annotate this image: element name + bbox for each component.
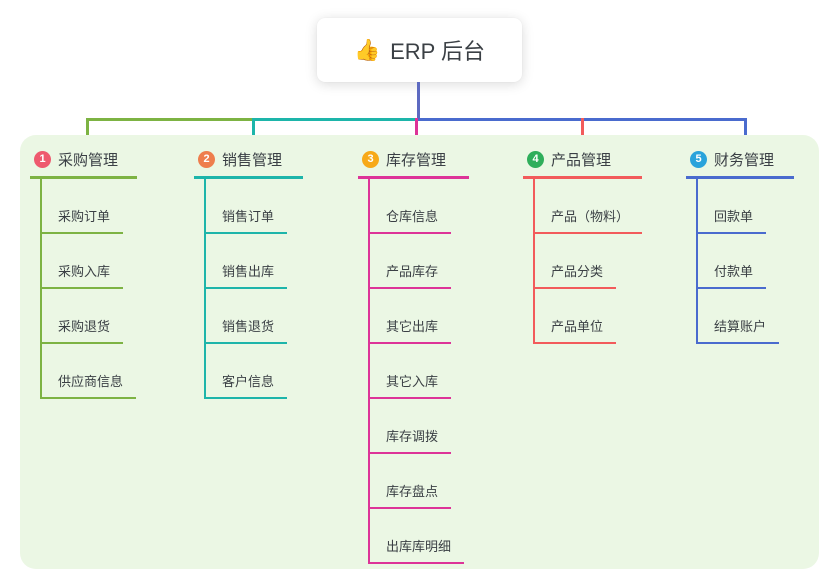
root-stem	[417, 82, 420, 119]
branch-title: 销售管理	[222, 152, 283, 169]
badge-2: 2	[198, 151, 215, 168]
topic-node[interactable]: 客户信息	[206, 344, 288, 399]
topic-label: 采购订单	[42, 206, 124, 234]
topic-label: 其它入库	[370, 371, 452, 399]
topic-node[interactable]: 付款单	[698, 234, 779, 289]
branch-finance: 5 财务管理 回款单 付款单 结算账户	[686, 146, 794, 344]
branch-sales-node[interactable]: 2 销售管理	[194, 146, 303, 179]
branch-finance-children: 回款单 付款单 结算账户	[696, 179, 780, 344]
topic-node[interactable]: 销售订单	[206, 179, 288, 234]
topic-node[interactable]: 产品单位	[535, 289, 642, 344]
badge-5: 5	[690, 151, 707, 168]
branch-inventory: 3 库存管理 仓库信息 产品库存 其它出库 其它入库 库存调拨 库存盘点 出库库…	[358, 146, 469, 564]
topic-label: 库存调拨	[370, 426, 452, 454]
topic-label: 产品（物料）	[535, 206, 643, 234]
topic-node[interactable]: 产品（物料）	[535, 179, 643, 234]
topic-label: 库存盘点	[370, 481, 452, 509]
topic-label: 付款单	[698, 261, 767, 289]
topic-label: 仓库信息	[370, 206, 452, 234]
branch-title: 财务管理	[714, 152, 775, 169]
topic-label: 产品库存	[370, 261, 452, 289]
connector-branch-1	[86, 118, 254, 121]
branch-title: 库存管理	[386, 152, 447, 169]
root-node[interactable]: 👍 ERP 后台	[317, 18, 522, 82]
topic-node[interactable]: 其它入库	[370, 344, 464, 399]
topic-label: 供应商信息	[42, 371, 137, 399]
thumbs-up-icon: 👍	[353, 38, 381, 62]
connector-branch-2	[252, 118, 418, 121]
topic-label: 采购退货	[42, 316, 124, 344]
drop-branch-1	[86, 118, 89, 147]
badge-3: 3	[362, 151, 379, 168]
badge-4: 4	[527, 151, 544, 168]
branch-inventory-node[interactable]: 3 库存管理	[358, 146, 469, 179]
root-title: ERP 后台	[390, 39, 486, 64]
drop-branch-3	[415, 118, 418, 147]
topic-node[interactable]: 回款单	[698, 179, 779, 234]
topic-node[interactable]: 库存调拨	[370, 399, 464, 454]
topic-node[interactable]: 销售出库	[206, 234, 288, 289]
branch-purchase-children: 采购订单 采购入库 采购退货 供应商信息	[40, 179, 137, 399]
drop-branch-4	[581, 118, 584, 147]
branch-purchase: 1 采购管理 采购订单 采购入库 采购退货 供应商信息	[30, 146, 137, 399]
topic-node[interactable]: 供应商信息	[42, 344, 137, 399]
badge-1: 1	[34, 151, 51, 168]
topic-node[interactable]: 出库库明细	[370, 509, 465, 564]
branch-inventory-children: 仓库信息 产品库存 其它出库 其它入库 库存调拨 库存盘点 出库库明细	[368, 179, 465, 564]
topic-node[interactable]: 产品库存	[370, 234, 464, 289]
topic-label: 回款单	[698, 206, 767, 234]
branch-sales-children: 销售订单 销售出库 销售退货 客户信息	[204, 179, 288, 399]
branch-title: 产品管理	[551, 152, 612, 169]
topic-label: 出库库明细	[370, 536, 465, 564]
topic-label: 销售订单	[206, 206, 288, 234]
topic-label: 其它出库	[370, 316, 452, 344]
branch-product-node[interactable]: 4 产品管理	[523, 146, 643, 179]
topic-node[interactable]: 其它出库	[370, 289, 464, 344]
drop-branch-2	[252, 118, 255, 147]
topic-label: 结算账户	[698, 316, 780, 344]
topic-node[interactable]: 采购订单	[42, 179, 136, 234]
branch-title: 采购管理	[58, 152, 119, 169]
topic-label: 采购入库	[42, 261, 124, 289]
topic-node[interactable]: 采购入库	[42, 234, 136, 289]
topic-label: 销售出库	[206, 261, 288, 289]
branch-purchase-node[interactable]: 1 采购管理	[30, 146, 137, 179]
drop-branch-5	[744, 118, 747, 147]
branches-panel	[20, 135, 819, 569]
topic-label: 销售退货	[206, 316, 288, 344]
topic-node[interactable]: 销售退货	[206, 289, 288, 344]
topic-label: 客户信息	[206, 371, 288, 399]
topic-node[interactable]: 库存盘点	[370, 454, 464, 509]
topic-node[interactable]: 采购退货	[42, 289, 136, 344]
branch-sales: 2 销售管理 销售订单 销售出库 销售退货 客户信息	[194, 146, 303, 399]
topic-node[interactable]: 仓库信息	[370, 179, 464, 234]
topic-node[interactable]: 结算账户	[698, 289, 780, 344]
branch-product-children: 产品（物料） 产品分类 产品单位	[533, 179, 643, 344]
topic-label: 产品单位	[535, 316, 617, 344]
branch-product: 4 产品管理 产品（物料） 产品分类 产品单位	[523, 146, 643, 344]
branch-finance-node[interactable]: 5 财务管理	[686, 146, 794, 179]
topic-label: 产品分类	[535, 261, 617, 289]
topic-node[interactable]: 产品分类	[535, 234, 642, 289]
